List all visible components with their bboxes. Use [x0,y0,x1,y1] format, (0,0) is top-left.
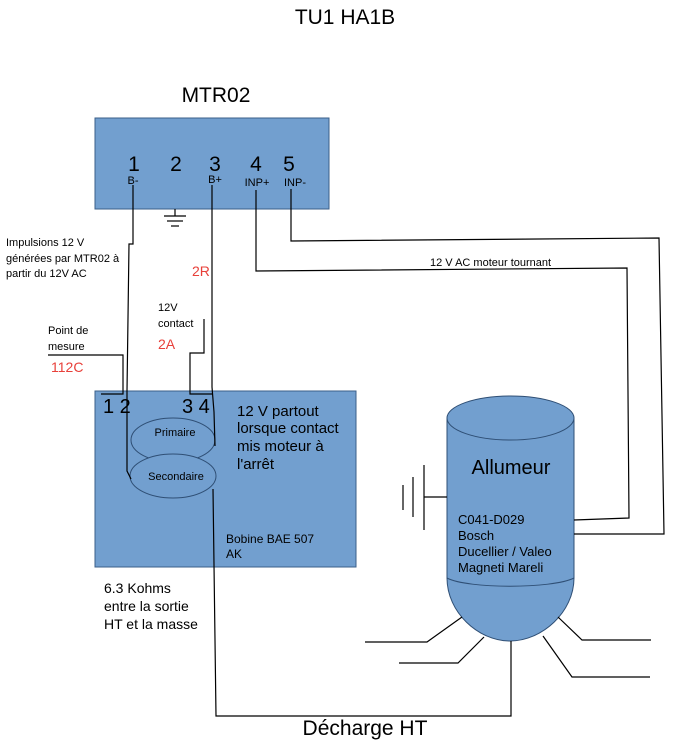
coil-terminals-3-4: 3 4 [182,396,210,418]
point-mesure-note: Point de mesure [48,325,88,353]
mtr-pin-3: 3 [209,153,221,176]
svg-text:l'arrêt: l'arrêt [237,456,275,473]
page-title: TU1 HA1B [295,6,395,29]
svg-text:lorsque contact: lorsque contact [237,420,340,437]
svg-text:Bosch: Bosch [458,528,494,543]
svg-text:contact: contact [158,318,193,330]
mtr-pin-2: 2 [170,153,182,176]
decharge-label: Décharge HT [303,717,428,740]
svg-text:mesure: mesure [48,341,85,353]
distributor-body [446,395,575,642]
wire-label-2r: 2R [192,263,210,279]
wire-label-112c: 112C [51,359,83,375]
distributor-name: Allumeur [472,457,551,479]
svg-text:générées par MTR02 à: générées par MTR02 à [6,253,120,265]
coil-model: Bobine BAE 507 AK [226,532,314,561]
mtr-label-inp-plus: INP+ [245,177,270,189]
capacitor-icon [402,465,447,530]
svg-text:entre la sortie: entre la sortie [104,598,189,614]
mtr-pin-5: 5 [283,153,295,176]
mtr-name: MTR02 [182,84,251,107]
wire-label-2a: 2A [158,336,176,352]
coil-description: 12 V partout lorsque contact mis moteur … [237,403,340,473]
svg-text:Impulsions 12 V: Impulsions 12 V [6,237,85,249]
svg-text:HT et la masse: HT et la masse [104,616,198,632]
svg-text:12V: 12V [158,302,178,314]
svg-text:6.3 Kohms: 6.3 Kohms [104,580,171,596]
svg-text:Point de: Point de [48,325,88,337]
impulsions-note: Impulsions 12 V générées par MTR02 à par… [6,237,120,280]
distributor-refs: C041-D029 Bosch Ducellier / Valeo Magnet… [458,512,552,575]
svg-text:12 V partout: 12 V partout [237,403,320,420]
coil-primaire-label: Primaire [155,427,196,439]
svg-text:Bobine BAE 507: Bobine BAE 507 [226,532,314,546]
coil-terminals-1-2: 1 2 [103,396,131,418]
spark-plug-leads [365,616,651,678]
mtr-pin-1: 1 [128,153,140,176]
resistance-note: 6.3 Kohms entre la sortie HT et la masse [104,580,198,632]
mtr-label-inp-minus: INP- [284,177,306,189]
coil-secondaire-label: Secondaire [148,471,204,483]
svg-text:partir du 12V AC: partir du 12V AC [6,268,87,280]
ac-wire-label: 12 V AC moteur tournant [430,257,551,269]
svg-text:C041-D029: C041-D029 [458,512,525,527]
svg-text:AK: AK [226,547,242,561]
mtr-label-b-plus: B+ [208,174,222,186]
wires [48,185,665,717]
svg-text:Magneti Mareli: Magneti Mareli [458,560,543,575]
contact-12v-note: 12V contact [158,302,193,330]
mtr-label-b-minus: B- [128,175,139,187]
svg-text:Ducellier / Valeo: Ducellier / Valeo [458,544,552,559]
svg-text:mis moteur à: mis moteur à [237,438,324,455]
mtr-pin-4: 4 [250,153,262,176]
ground-icon [164,209,186,227]
